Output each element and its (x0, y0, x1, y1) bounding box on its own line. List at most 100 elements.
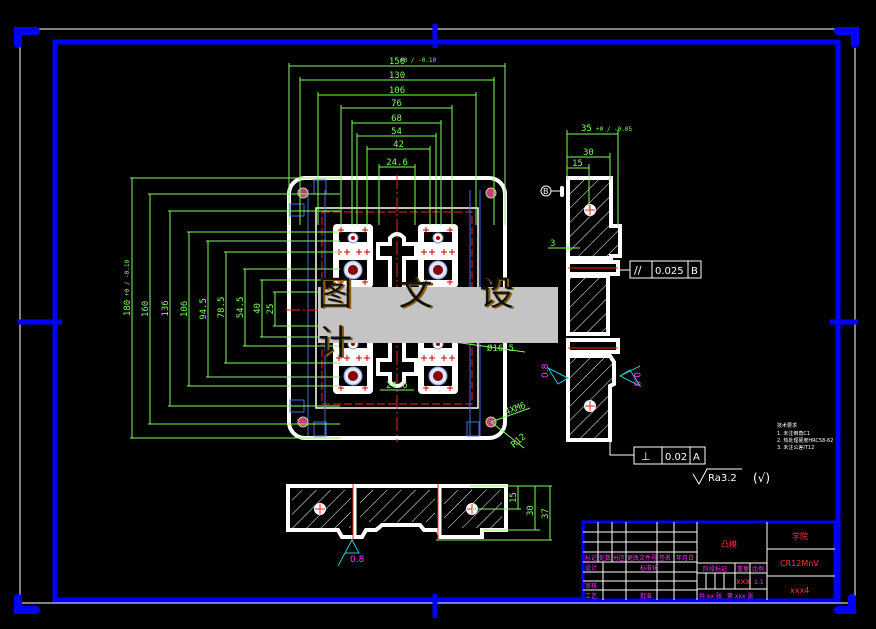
bottom-dim-label: 24.6 (386, 381, 408, 391)
punch-hole-center (433, 371, 443, 381)
side-view-dims (548, 130, 619, 252)
center-mark (362, 227, 368, 233)
title-block: 标记 处数 分区 更改文件号 签名 年月日 设计 标准化 审核 工艺 批准 凸模… (581, 520, 837, 602)
center-mark (338, 385, 344, 391)
center-mark (356, 355, 362, 361)
center-mark (423, 279, 429, 285)
center-mark (362, 385, 368, 391)
parallelism-frame: // 0.025 B (629, 260, 702, 279)
roughness-check-icon (692, 468, 742, 486)
tb-process-label: 工艺 (585, 592, 597, 600)
notes-item-2: 2. 热处理硬度HRC58-62 (777, 437, 833, 444)
center-mark (423, 227, 429, 233)
side-dim-15: 15 (572, 159, 583, 169)
center-mark (364, 355, 370, 361)
perpendicularity-frame: ⊥ 0.02 A (633, 446, 706, 465)
tb-scale-value: 1:1 (754, 579, 764, 586)
bottom-dim-37: 37 (541, 508, 551, 519)
perpendicularity-value: 0.02 (665, 452, 687, 463)
center-mark (344, 249, 350, 255)
dim-label-horizontal: 106 (389, 86, 405, 96)
tb-approve-label: 批准 (640, 592, 652, 600)
leader-line (490, 421, 525, 449)
tb-header-mark: 标记 (585, 554, 597, 562)
tb-sheet-no: 第 xxx 张 (727, 592, 753, 600)
dim-label-horizontal: 24.6 (386, 158, 408, 168)
pilot-hole-center (436, 236, 440, 240)
corner-marker-bl (14, 594, 40, 614)
center-mark (429, 249, 435, 255)
dim-label-horizontal: 76 (391, 99, 402, 109)
tb-standard-label: 标准化 (640, 564, 658, 572)
center-mark (336, 355, 342, 361)
bottom-hatch-mid (360, 490, 435, 522)
tb-design-label: 设计 (585, 564, 597, 572)
perpendicularity-symbol: ⊥ (641, 450, 651, 463)
dim-label-horizontal: 130 (389, 71, 405, 81)
dim-label-horizontal: 68 (391, 114, 402, 124)
dim-label-vertical: 94.5 (199, 298, 209, 320)
thread-callout: 4XM6 (504, 401, 528, 418)
tb-review-label: 审核 (585, 582, 597, 590)
corner-marker-br (834, 594, 856, 614)
bottom-roughness: 0.8 (350, 555, 365, 565)
tb-weight-value: xxx (736, 577, 750, 586)
general-roughness: Ra3.2 (√) (692, 468, 770, 486)
parallelism-symbol: // (634, 264, 642, 277)
dim-label-horizontal: 150 (389, 57, 405, 67)
tb-sheet-total: 共 xx 张 (699, 592, 722, 600)
tb-scale-label: 比例 (752, 565, 764, 573)
center-web (376, 232, 418, 388)
corner-marker-tl (14, 27, 40, 48)
center-mark (423, 385, 429, 391)
tb-company: 学院 (792, 531, 808, 541)
datum-b-label: B (543, 187, 549, 196)
general-roughness-other: (√) (753, 471, 770, 485)
dim-label-vertical: 106 (180, 301, 190, 317)
hole-diameter-label: Ø16.5 (487, 343, 514, 354)
dim-label-vertical: 78.5 (217, 297, 227, 319)
dim-label-vertical: 25 (266, 304, 276, 315)
tb-header-sign: 签名 (659, 554, 671, 562)
perpendicularity-datum: A (693, 452, 700, 463)
center-mark (344, 355, 350, 361)
tb-header-date: 年月日 (676, 554, 694, 562)
center-mark (364, 249, 370, 255)
punch-hole-center (348, 371, 358, 381)
pilot-hole-center (436, 342, 440, 346)
dim-label-horizontal: 42 (393, 140, 404, 150)
center-mark (356, 249, 362, 255)
side-dim-3: 3 (550, 239, 555, 249)
dim-label-vertical: 136 (161, 300, 171, 316)
pilot-hole-center (351, 342, 355, 346)
roughness-symbol-bottom (337, 538, 360, 567)
tb-part-name: 凸模 (721, 539, 737, 549)
center-mark (441, 355, 447, 361)
notes-title: 技术要求 (777, 422, 797, 429)
side-dim-35: 35 (581, 124, 592, 134)
tb-header-zone: 分区 (613, 554, 625, 562)
punch-hole-center (433, 265, 443, 275)
pin-box (313, 179, 327, 195)
center-mark (421, 355, 427, 361)
dim-tolerance-150: +0 / -0.10 (400, 57, 437, 64)
fcf-leader (609, 441, 634, 456)
leader-line (490, 407, 531, 423)
roughness-symbol-right (618, 365, 642, 388)
center-mark (338, 227, 344, 233)
pin-box (466, 421, 480, 437)
roughness-left: 0.8 (541, 363, 551, 378)
center-mark (449, 355, 455, 361)
roughness-symbol-left (546, 366, 570, 385)
bottom-dim-30: 30 (526, 505, 536, 516)
pilot-hole-center (351, 236, 355, 240)
tb-drawing-no: xxx4 (790, 586, 809, 595)
tb-weight-label: 重量 (737, 565, 749, 573)
dim-label-horizontal: 54 (391, 127, 402, 137)
tb-material: CR12MnV (780, 559, 819, 568)
center-mark (338, 279, 344, 285)
side-section-middle (566, 274, 610, 336)
tb-header-change-doc: 更改文件号 (627, 554, 657, 562)
bottom-view-dims (436, 485, 552, 541)
